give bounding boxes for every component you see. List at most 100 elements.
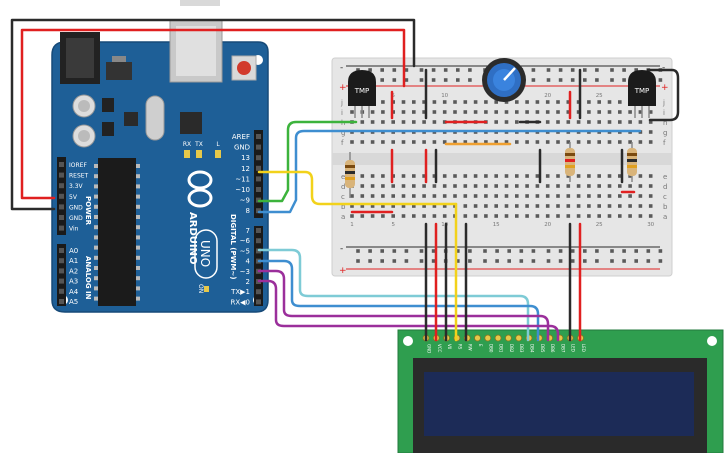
- breadboard-hole[interactable]: [422, 174, 426, 178]
- breadboard-hole[interactable]: [360, 174, 365, 178]
- breadboard-hole[interactable]: [525, 140, 529, 144]
- power-pin-socket[interactable]: [59, 215, 64, 220]
- breadboard-hole[interactable]: [381, 194, 385, 198]
- breadboard-hole[interactable]: [607, 174, 612, 178]
- breadboard-hole[interactable]: [618, 120, 622, 124]
- breadboard-hole[interactable]: [360, 194, 365, 198]
- breadboard-hole[interactable]: [484, 100, 488, 104]
- rail-hole[interactable]: [392, 259, 397, 263]
- breadboard-hole[interactable]: [545, 120, 550, 124]
- breadboard-hole[interactable]: [638, 140, 643, 144]
- breadboard-hole[interactable]: [597, 204, 601, 208]
- rail-hole[interactable]: [431, 68, 436, 72]
- rail-hole[interactable]: [404, 259, 409, 263]
- breadboard-hole[interactable]: [381, 184, 385, 188]
- rail-hole[interactable]: [531, 68, 536, 72]
- breadboard-hole[interactable]: [515, 174, 519, 178]
- breadboard-hole[interactable]: [422, 214, 426, 218]
- breadboard-hole[interactable]: [381, 214, 385, 218]
- breadboard-hole[interactable]: [515, 204, 519, 208]
- breadboard-hole[interactable]: [381, 120, 385, 124]
- breadboard-hole[interactable]: [370, 204, 375, 208]
- breadboard-hole[interactable]: [535, 184, 540, 188]
- rail-hole[interactable]: [419, 249, 424, 253]
- breadboard-hole[interactable]: [556, 204, 560, 208]
- breadboard-hole[interactable]: [618, 194, 622, 198]
- breadboard-hole[interactable]: [607, 194, 612, 198]
- breadboard-hole[interactable]: [648, 120, 653, 124]
- breadboard-hole[interactable]: [453, 100, 457, 104]
- breadboard-hole[interactable]: [597, 184, 601, 188]
- rail-hole[interactable]: [443, 78, 448, 82]
- breadboard-hole[interactable]: [473, 110, 478, 114]
- breadboard-hole[interactable]: [535, 214, 540, 218]
- lcd-pin[interactable]: [515, 334, 523, 342]
- rail-hole[interactable]: [570, 249, 575, 253]
- breadboard-hole[interactable]: [576, 204, 581, 208]
- rail-hole[interactable]: [419, 259, 424, 263]
- breadboard-hole[interactable]: [350, 140, 354, 144]
- breadboard-hole[interactable]: [370, 140, 375, 144]
- breadboard-hole[interactable]: [412, 204, 416, 208]
- breadboard-hole[interactable]: [556, 174, 560, 178]
- breadboard-hole[interactable]: [566, 184, 571, 188]
- breadboard-hole[interactable]: [484, 204, 488, 208]
- breadboard-hole[interactable]: [484, 194, 488, 198]
- rail-hole[interactable]: [404, 249, 409, 253]
- breadboard-hole[interactable]: [556, 100, 560, 104]
- breadboard-hole[interactable]: [628, 140, 632, 144]
- breadboard-hole[interactable]: [607, 110, 612, 114]
- breadboard-hole[interactable]: [381, 204, 385, 208]
- breadboard-hole[interactable]: [535, 100, 540, 104]
- breadboard-hole[interactable]: [442, 214, 447, 218]
- rail-hole[interactable]: [610, 78, 614, 82]
- rail-hole[interactable]: [558, 249, 563, 253]
- digital-pin-socket[interactable]: [256, 238, 261, 244]
- breadboard-hole[interactable]: [453, 110, 457, 114]
- breadboard-hole[interactable]: [566, 214, 571, 218]
- breadboard-hole[interactable]: [370, 120, 375, 124]
- breadboard-hole[interactable]: [473, 100, 478, 104]
- breadboard-hole[interactable]: [463, 174, 468, 178]
- breadboard-hole[interactable]: [494, 214, 498, 218]
- breadboard-hole[interactable]: [391, 120, 395, 124]
- rail-hole[interactable]: [583, 78, 587, 82]
- breadboard-hole[interactable]: [484, 174, 488, 178]
- breadboard-hole[interactable]: [648, 214, 653, 218]
- breadboard-hole[interactable]: [442, 110, 447, 114]
- breadboard-hole[interactable]: [432, 214, 437, 218]
- breadboard-hole[interactable]: [381, 110, 385, 114]
- breadboard-hole[interactable]: [473, 184, 478, 188]
- breadboard-hole[interactable]: [484, 214, 488, 218]
- breadboard-hole[interactable]: [576, 174, 581, 178]
- analog-pin-socket[interactable]: [59, 299, 64, 304]
- rail-hole[interactable]: [380, 249, 384, 253]
- breadboard-hole[interactable]: [576, 214, 581, 218]
- rail-hole[interactable]: [468, 249, 472, 253]
- breadboard-hole[interactable]: [576, 140, 581, 144]
- rail-hole[interactable]: [634, 259, 638, 263]
- breadboard-hole[interactable]: [648, 140, 653, 144]
- breadboard-hole[interactable]: [545, 110, 550, 114]
- rail-hole[interactable]: [531, 78, 536, 82]
- breadboard-hole[interactable]: [432, 140, 437, 144]
- rail-hole[interactable]: [356, 249, 360, 253]
- breadboard-hole[interactable]: [494, 204, 498, 208]
- breadboard-hole[interactable]: [525, 174, 529, 178]
- breadboard-hole[interactable]: [484, 140, 488, 144]
- rail-hole[interactable]: [456, 78, 460, 82]
- breadboard-hole[interactable]: [391, 194, 395, 198]
- rail-hole[interactable]: [646, 259, 651, 263]
- breadboard-hole[interactable]: [442, 174, 447, 178]
- breadboard-hole[interactable]: [422, 100, 426, 104]
- rail-hole[interactable]: [507, 259, 511, 263]
- rail-hole[interactable]: [431, 249, 436, 253]
- breadboard-hole[interactable]: [412, 194, 416, 198]
- breadboard-hole[interactable]: [473, 140, 478, 144]
- breadboard-hole[interactable]: [607, 204, 612, 208]
- breadboard-hole[interactable]: [401, 194, 406, 198]
- breadboard-hole[interactable]: [607, 214, 612, 218]
- rail-hole[interactable]: [519, 259, 524, 263]
- digital-pin-socket[interactable]: [256, 208, 261, 214]
- breadboard-hole[interactable]: [515, 110, 519, 114]
